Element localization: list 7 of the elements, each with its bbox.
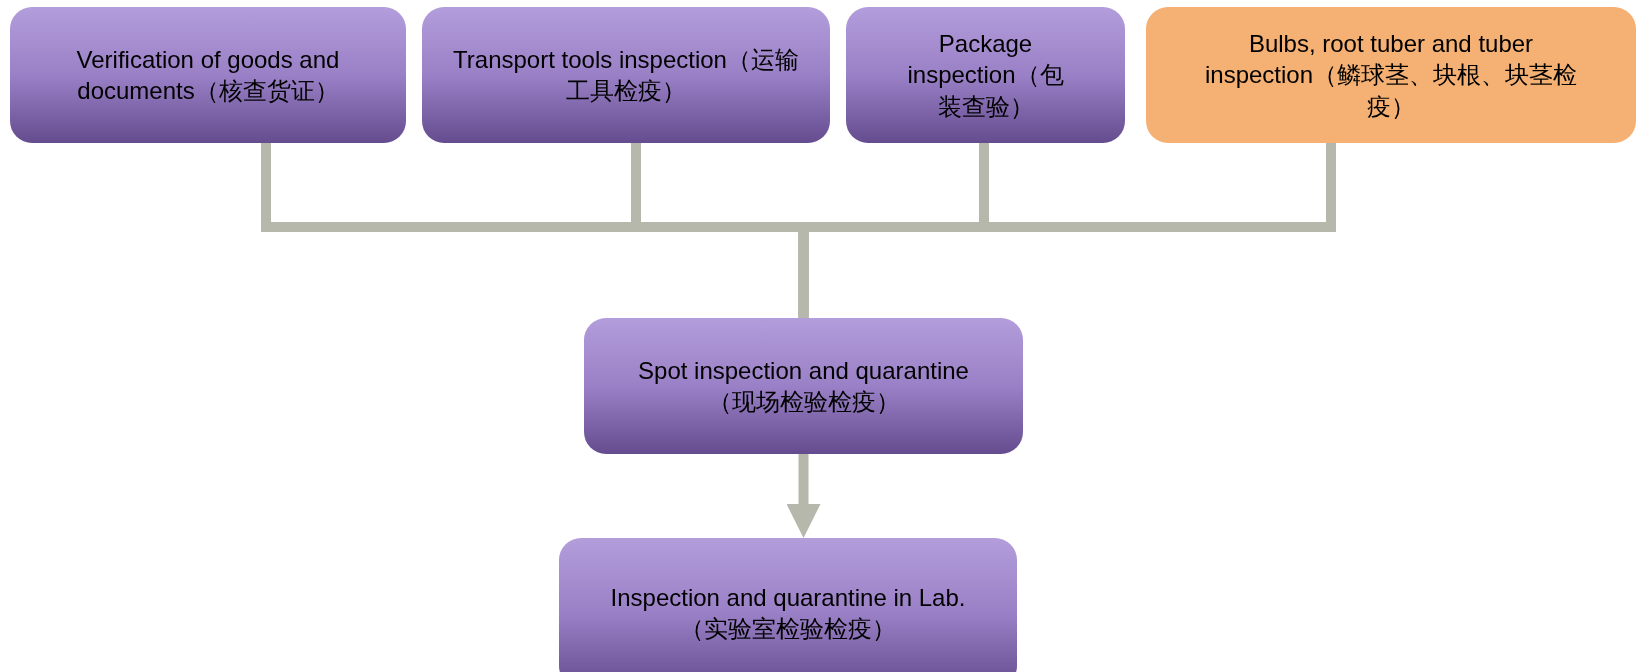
- process-box: Inspection and quarantine in Lab.（实验室检验检疫）: [559, 538, 1017, 672]
- process-box: Transport tools inspection（运输工具检疫）: [422, 7, 830, 143]
- process-box: Bulbs, root tuber and tuber inspection（鳞球茎、块根、块茎检疫）: [1146, 7, 1636, 143]
- arrow: [786, 454, 821, 538]
- process-box: Package inspection（包装查验）: [846, 7, 1125, 143]
- process-box: Spot inspection and quarantine（现场检验检疫）: [584, 318, 1023, 454]
- process-box: Verification of goods and documents（核查货证）: [10, 7, 406, 143]
